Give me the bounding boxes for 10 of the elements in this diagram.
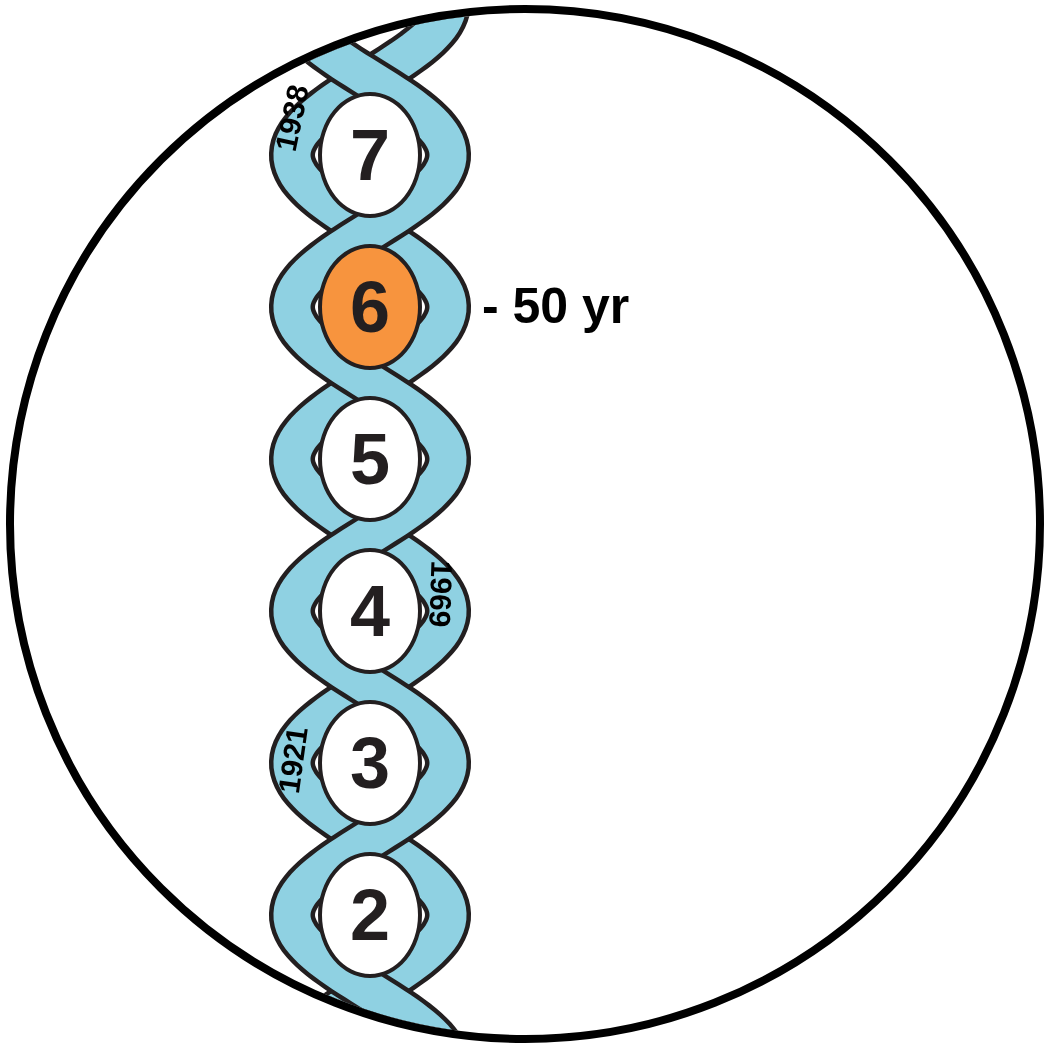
- loop-number: 6: [349, 271, 390, 343]
- year-label: 1969: [423, 560, 457, 628]
- year-label: 1938: [270, 82, 314, 154]
- year-label: 1921: [273, 724, 313, 796]
- loop-number: 7: [349, 119, 390, 191]
- loop-number: 5: [349, 423, 390, 495]
- loop-number: 4: [349, 575, 390, 647]
- loop-number: 2: [349, 879, 390, 951]
- loop-number: 3: [349, 727, 390, 799]
- age-annotation: - 50 yr: [482, 281, 630, 331]
